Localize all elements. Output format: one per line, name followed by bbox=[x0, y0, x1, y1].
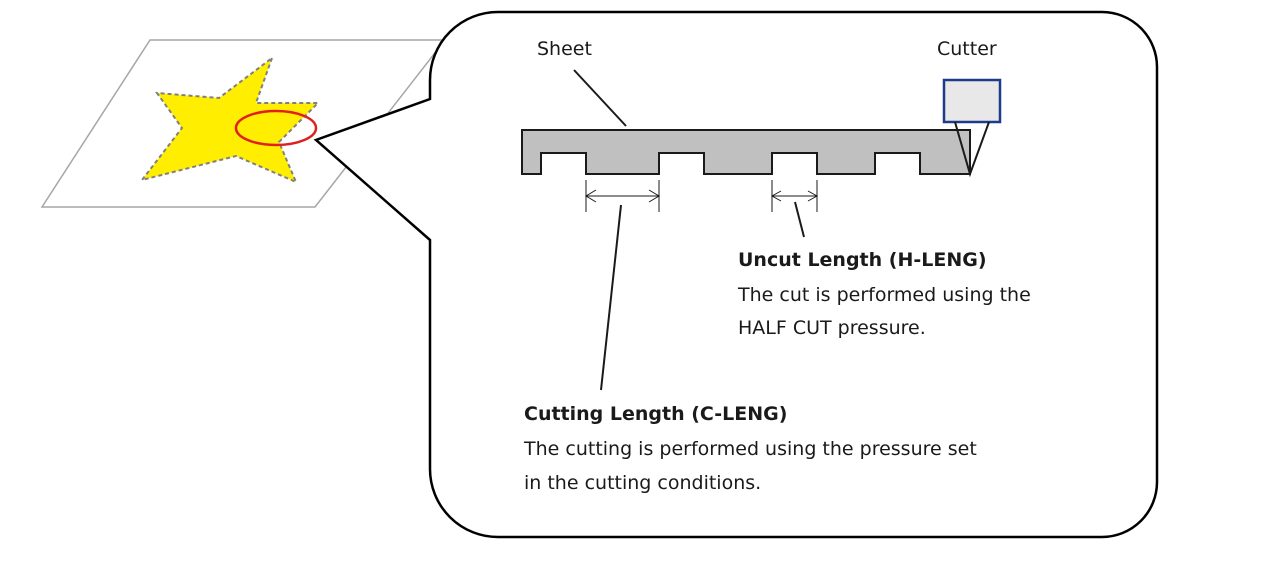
cutter-label: Cutter bbox=[937, 38, 997, 60]
uncut-leader-line bbox=[794, 201, 805, 238]
uncut-length-line2: HALF CUT pressure. bbox=[738, 317, 926, 339]
sheet-label: Sheet bbox=[537, 38, 592, 60]
highlight-ring bbox=[234, 109, 318, 147]
cutting-length-line2: in the cutting conditions. bbox=[524, 472, 762, 494]
cutting-length-line1: The cutting is performed using the press… bbox=[524, 438, 977, 460]
star-shape bbox=[139, 55, 321, 184]
uncut-length-title: Uncut Length (H-LENG) bbox=[738, 249, 987, 271]
cutting-leader-line bbox=[600, 204, 622, 391]
uncut-dim-arrowhead-right bbox=[807, 190, 819, 202]
uncut-length-line1: The cut is performed using the bbox=[738, 284, 1031, 306]
cutting-dim-arrowhead-left bbox=[585, 189, 597, 203]
cutter-blade bbox=[954, 121, 990, 178]
sheet-bar bbox=[521, 129, 971, 175]
cutting-dim-arrowhead-right bbox=[648, 189, 660, 203]
cutter-body bbox=[942, 78, 1002, 124]
uncut-dim-arrowhead-left bbox=[770, 190, 782, 202]
sheet-leader-line bbox=[573, 69, 627, 127]
cutting-length-title: Cutting Length (C-LENG) bbox=[524, 403, 788, 425]
